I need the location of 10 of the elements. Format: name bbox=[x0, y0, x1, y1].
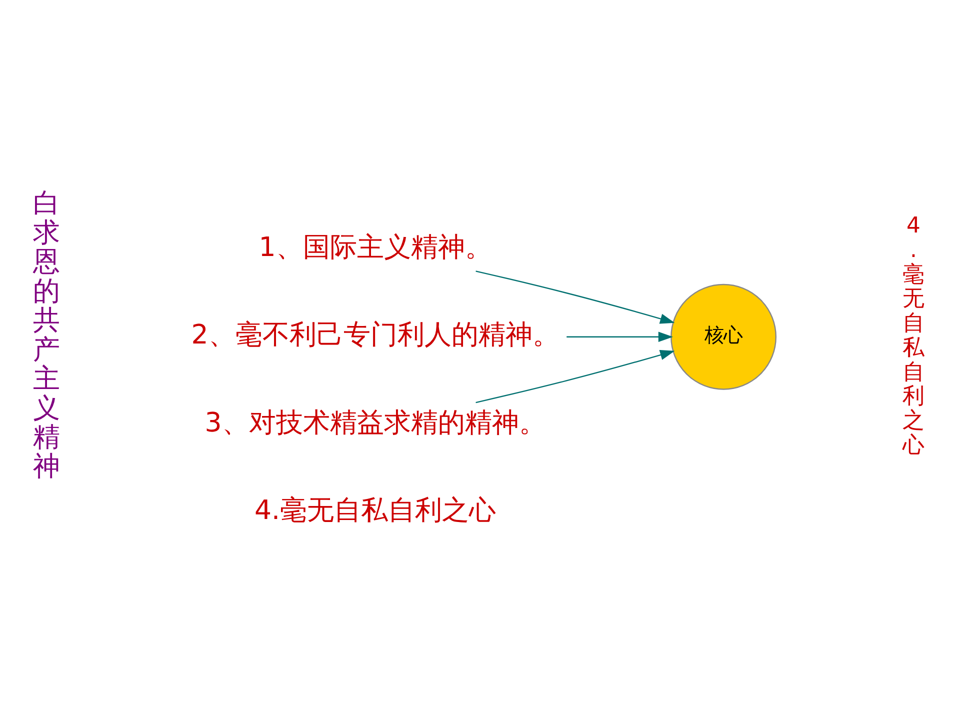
arrow bbox=[566, 332, 674, 342]
node-text: 2、毫不利己专门利人的精神。 bbox=[191, 320, 560, 351]
node-text: 3、对技术精益求精的精神。 bbox=[204, 407, 546, 438]
arrow bbox=[476, 270, 675, 324]
label: 白求恩的共产主义精神 bbox=[33, 188, 60, 482]
arrow bbox=[476, 350, 675, 404]
label: 4.毫无自私自利之心 bbox=[254, 495, 496, 526]
node-text: 1、国际主义精神。 bbox=[258, 232, 492, 264]
node-circle: 核心 bbox=[670, 284, 776, 390]
label: 4.毫无自私自利之心 bbox=[902, 214, 924, 458]
